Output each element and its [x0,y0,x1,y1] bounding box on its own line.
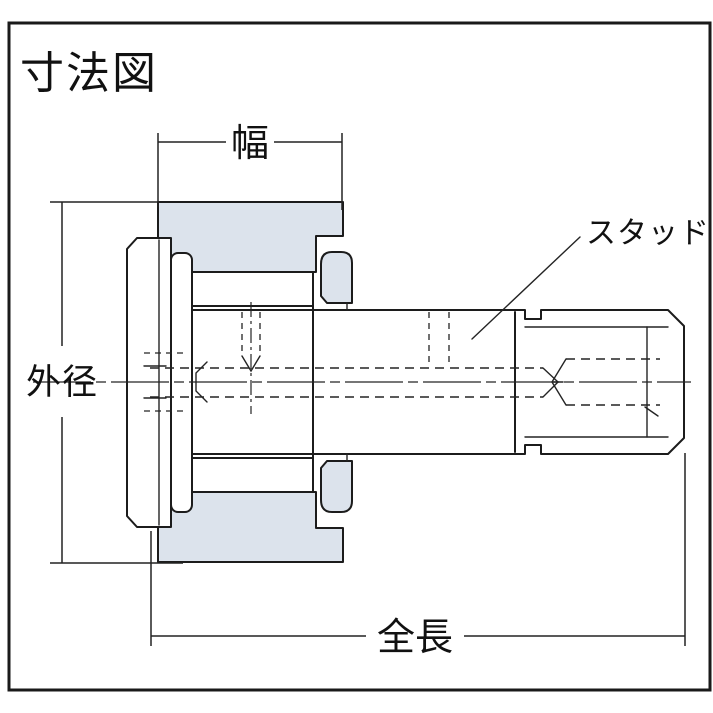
od-dim-label: 外径 [26,363,98,402]
width-dim-label: 幅 [231,123,269,165]
page-title: 寸法図 [20,49,158,98]
seal-top [320,251,353,304]
drawing-border [7,21,712,692]
thread-runout-tick [644,406,659,417]
length-dim-label: 全長 [377,617,453,659]
radial-hole-drill-point [241,355,261,373]
stud-leader-line [471,236,581,340]
seal-bottom [320,460,353,513]
stud-callout-label: スタッド [586,217,710,250]
needle-rollers-top [191,271,314,307]
needle-rollers-bottom [191,457,314,493]
